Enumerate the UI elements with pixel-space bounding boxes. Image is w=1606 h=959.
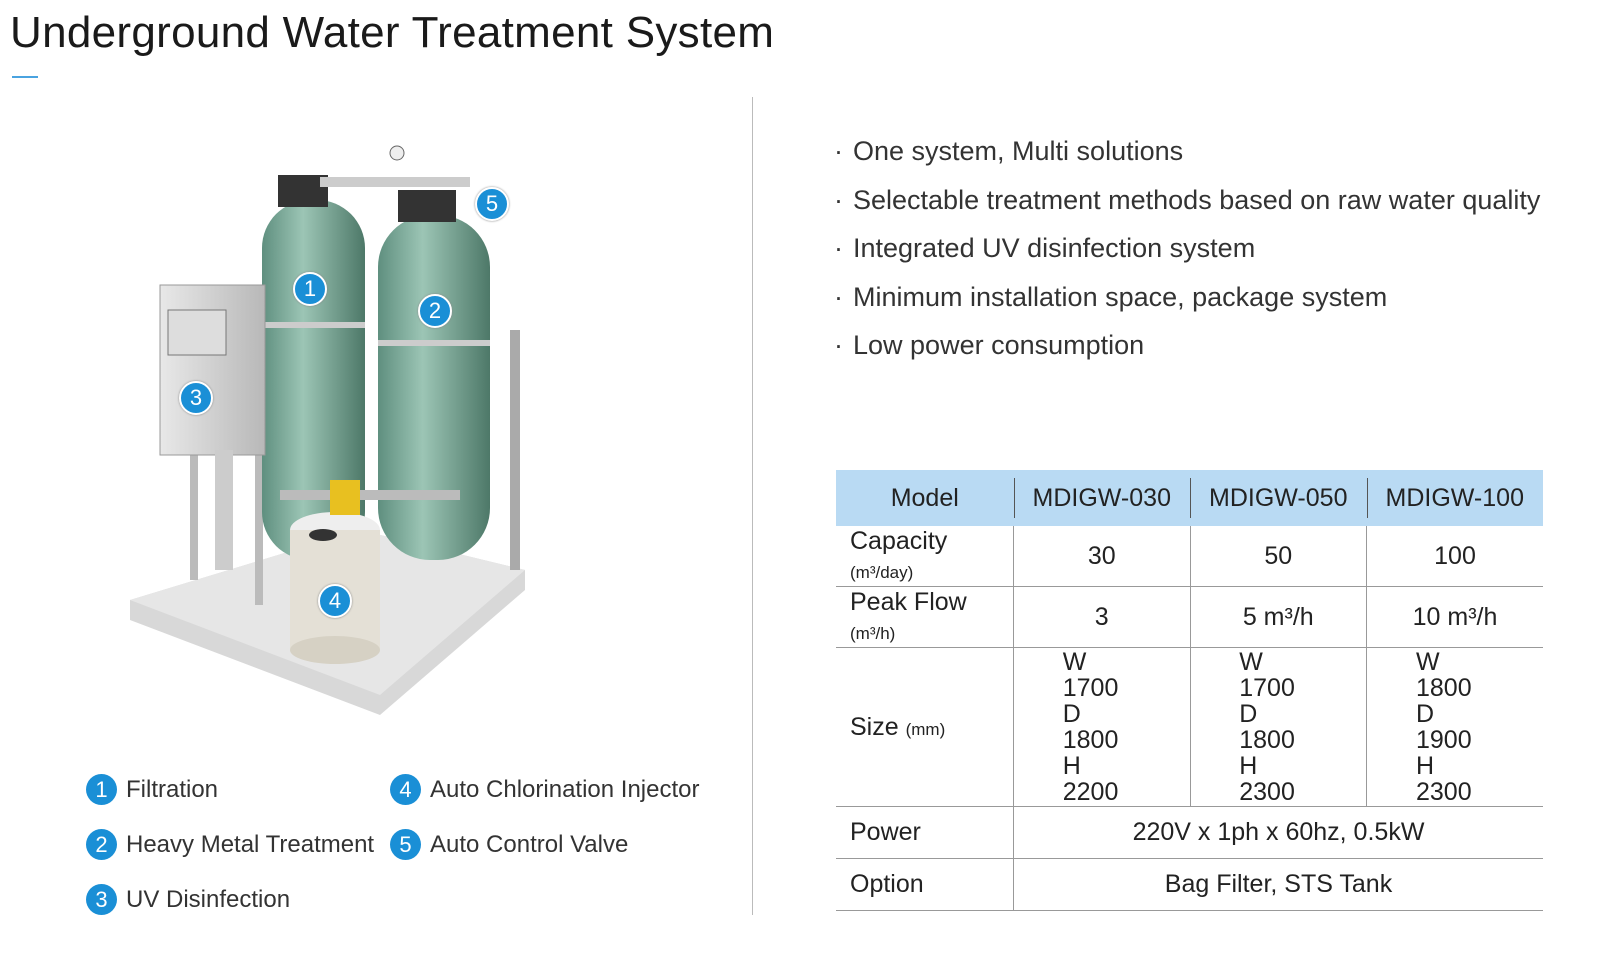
- legend-item-control-valve: 5 Auto Control Valve: [390, 829, 628, 860]
- size-h: H 2200: [1062, 752, 1119, 806]
- marker-5: 5: [475, 187, 509, 221]
- legend-number: 3: [86, 884, 117, 915]
- title-underline: [12, 76, 38, 78]
- legend-label: Auto Chlorination Injector: [430, 775, 700, 803]
- unit-text: (mm): [905, 719, 946, 739]
- row-label: Capacity (m³/day): [836, 526, 1014, 587]
- cell: 5 m³/h: [1189, 586, 1367, 648]
- marker-1: 1: [293, 272, 327, 306]
- size-h: H 2300: [1416, 752, 1472, 806]
- legend-item-heavy-metal: 2 Heavy Metal Treatment: [86, 829, 374, 860]
- feature-list: One system, Multi solutions Selectable t…: [834, 132, 1540, 375]
- size-w: W 1700: [1239, 648, 1295, 702]
- legend-label: Auto Control Valve: [430, 830, 629, 858]
- legend-number: 5: [390, 829, 421, 860]
- cell: 220V x 1ph x 60hz, 0.5kW: [1013, 806, 1543, 859]
- table-header-row: Model MDIGW-030 MDIGW-050 MDIGW-100: [836, 470, 1543, 526]
- size-w: W 1800: [1416, 648, 1472, 702]
- legend-number: 4: [390, 774, 421, 805]
- size-d: D 1800: [1062, 700, 1119, 754]
- feature-item: Low power consumption: [834, 326, 1540, 375]
- legend-label: UV Disinfection: [126, 885, 291, 913]
- vertical-divider: [752, 97, 753, 915]
- cell: 100: [1366, 526, 1543, 587]
- row-label: Option: [836, 858, 1014, 911]
- label-text: Size: [850, 712, 899, 741]
- row-label: Peak Flow (m³/h): [836, 586, 1014, 648]
- size-d: D 1800: [1239, 700, 1295, 754]
- legend-number: 2: [86, 829, 117, 860]
- spec-table: Model MDIGW-030 MDIGW-050 MDIGW-100 Capa…: [836, 470, 1543, 911]
- cell: 30: [1013, 526, 1190, 587]
- row-label: Size (mm): [836, 647, 1014, 807]
- legend-number: 1: [86, 774, 117, 805]
- feature-item: Selectable treatment methods based on ra…: [834, 181, 1540, 230]
- marker-2: 2: [418, 294, 452, 328]
- cell: 3: [1013, 586, 1190, 648]
- feature-item: One system, Multi solutions: [834, 132, 1540, 181]
- cell: 50: [1189, 526, 1367, 587]
- feature-item: Integrated UV disinfection system: [834, 229, 1540, 278]
- legend-label: Heavy Metal Treatment: [126, 830, 375, 858]
- marker-4: 4: [318, 584, 352, 618]
- size-w: W 1700: [1062, 648, 1119, 702]
- marker-3: 3: [179, 381, 213, 415]
- header-col: MDIGW-050: [1190, 470, 1367, 526]
- table-row-option: Option Bag Filter, STS Tank: [836, 858, 1543, 911]
- header-col: MDIGW-100: [1366, 470, 1543, 526]
- legend-item-chlorination: 4 Auto Chlorination Injector: [390, 774, 699, 805]
- row-label: Power: [836, 806, 1014, 859]
- table-row-power: Power 220V x 1ph x 60hz, 0.5kW: [836, 806, 1543, 859]
- header-model: Model: [836, 470, 1014, 526]
- cell: 10 m³/h: [1366, 586, 1543, 648]
- label-text: Capacity: [850, 527, 948, 555]
- feature-item: Minimum installation space, package syst…: [834, 278, 1540, 327]
- table-row-peak-flow: Peak Flow (m³/h) 3 5 m³/h 10 m³/h: [836, 586, 1543, 648]
- page-title: Underground Water Treatment System: [10, 8, 775, 57]
- size-d: D 1900: [1416, 700, 1472, 754]
- system-illustration: [130, 145, 525, 715]
- size-h: H 2300: [1239, 752, 1295, 806]
- legend-label: Filtration: [126, 775, 219, 803]
- cell: Bag Filter, STS Tank: [1013, 858, 1543, 911]
- header-col: MDIGW-030: [1013, 470, 1190, 526]
- unit-text: (m³/h): [850, 624, 896, 643]
- table-row-capacity: Capacity (m³/day) 30 50 100: [836, 526, 1543, 587]
- unit-text: (m³/day): [850, 563, 914, 582]
- legend-item-uv: 3 UV Disinfection: [86, 884, 290, 915]
- legend-item-filtration: 1 Filtration: [86, 774, 218, 805]
- label-text: Peak Flow: [850, 588, 967, 616]
